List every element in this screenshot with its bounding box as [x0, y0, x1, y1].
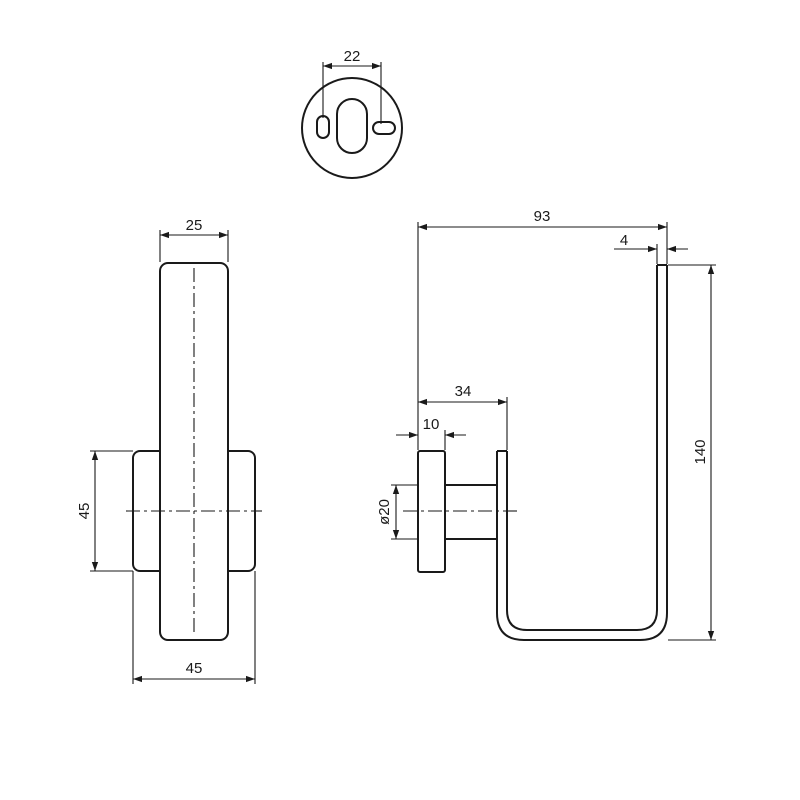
side-view: 93 4 34 10 ø20 140 [376, 208, 716, 641]
right-screw-slot [372, 121, 396, 135]
side-stem-diameter-label: ø20 [376, 499, 393, 525]
front-view: 25 45 45 [76, 217, 262, 684]
front-height-label: 45 [76, 503, 93, 520]
side-projection-label: 93 [534, 208, 551, 225]
side-rosette [417, 450, 446, 573]
front-bottom-width-label: 45 [186, 660, 203, 677]
side-rosette-to-rod-label: 34 [455, 383, 472, 400]
center-keyhole-slot [336, 98, 368, 154]
front-width-label: 25 [186, 217, 203, 234]
side-total-height-label: 140 [692, 439, 709, 464]
left-screw-slot [316, 115, 330, 139]
side-rod-outer-contour [496, 265, 668, 641]
side-rod-inner-contour [506, 265, 658, 631]
side-rod-thickness-label: 4 [620, 232, 628, 249]
side-rosette-thickness-label: 10 [423, 416, 440, 433]
rosette-hole-spacing-label: 22 [344, 48, 361, 65]
rosette-top-view: 22 [301, 48, 403, 179]
rosette-outer-circle [301, 77, 403, 179]
